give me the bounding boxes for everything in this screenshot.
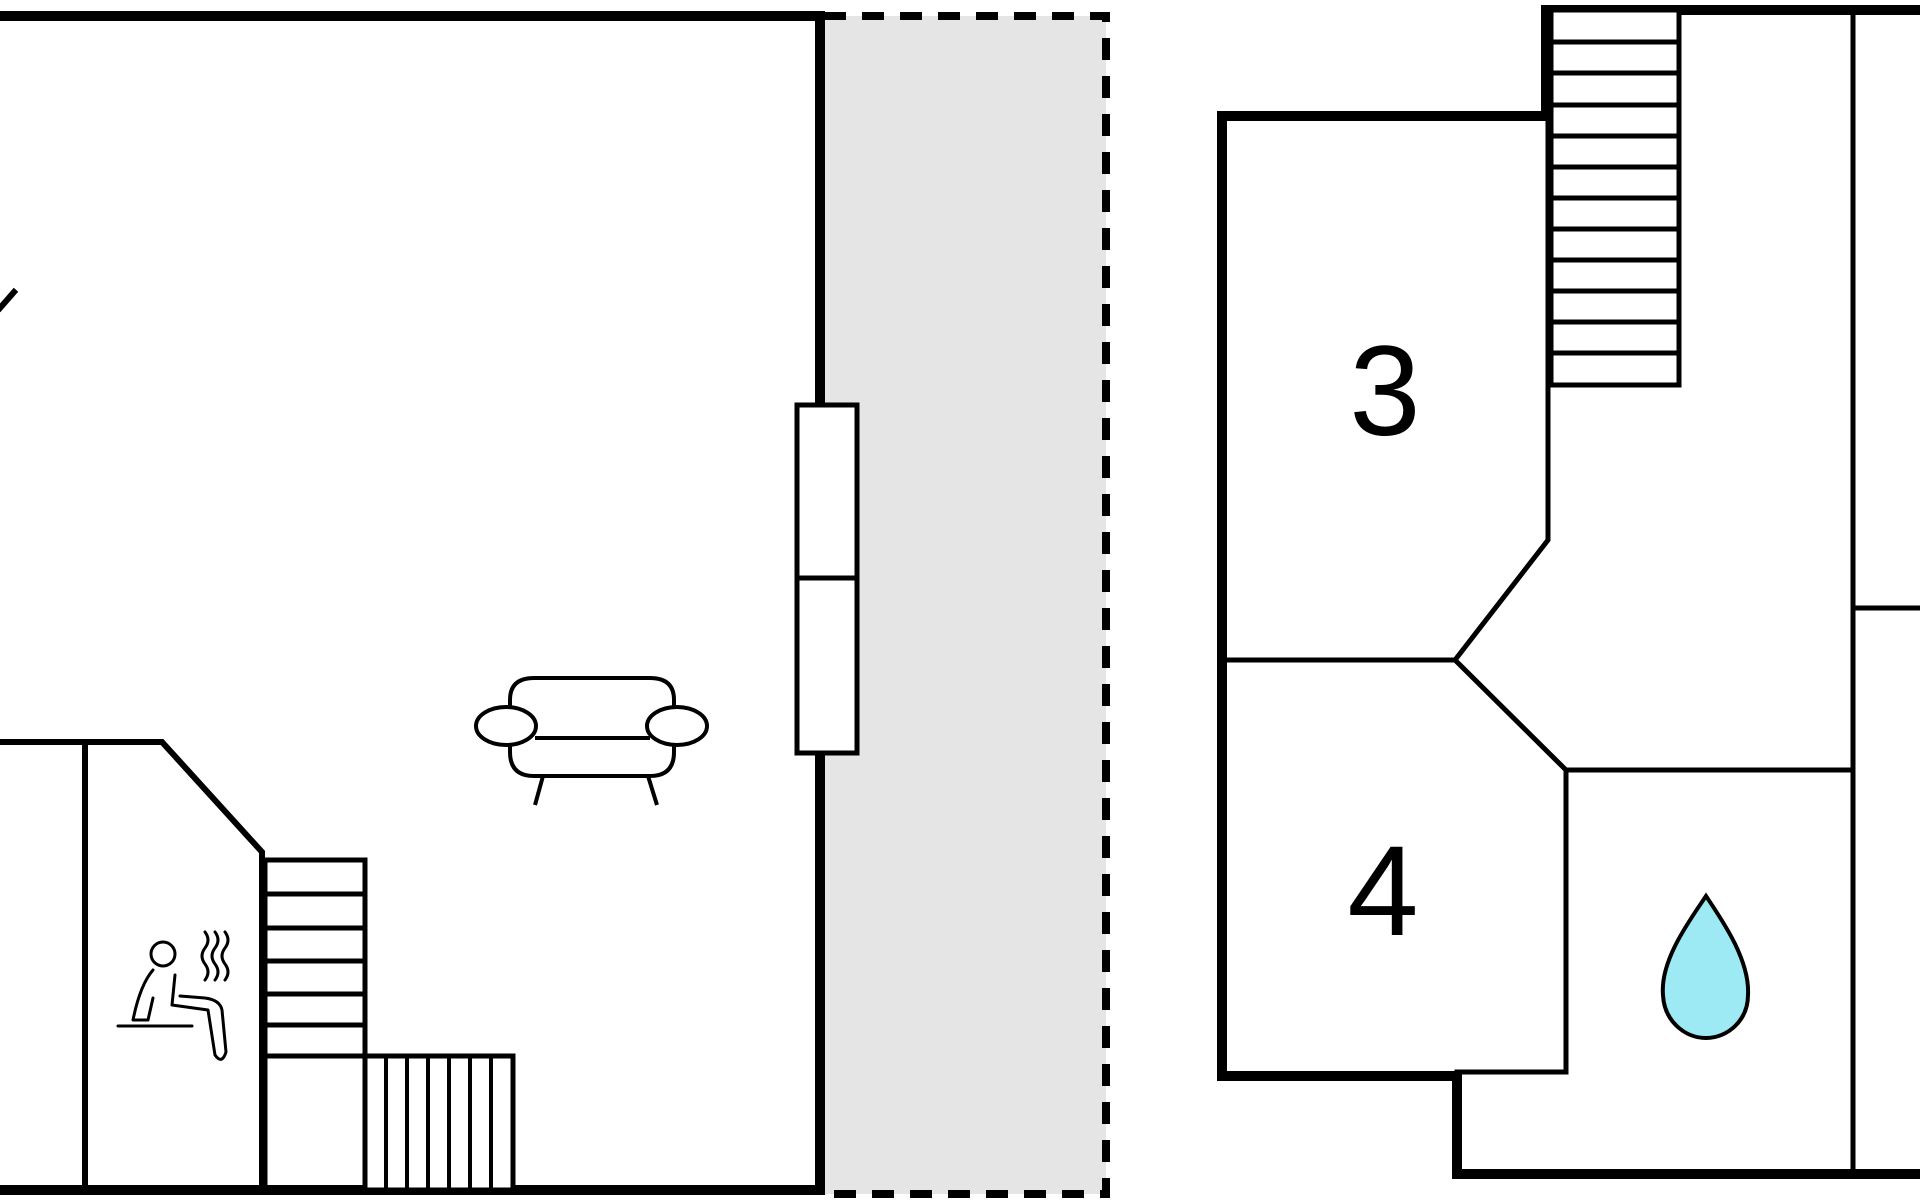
sauna-room-wall — [0, 739, 265, 1193]
wall-stub — [0, 287, 19, 313]
staircase-lower — [362, 1053, 516, 1193]
staircase-right — [1548, 7, 1682, 388]
left-building-outer-wall — [0, 11, 825, 1195]
sauna-icon — [116, 930, 230, 1061]
left-building — [0, 11, 860, 1195]
sofa-icon — [474, 676, 709, 806]
room-3-wall — [1219, 113, 1551, 663]
room-3-label: 3 — [1349, 320, 1420, 463]
terrace — [824, 12, 1110, 1198]
right-building: 3 4 — [1217, 5, 1920, 1179]
water-drop-icon — [1660, 892, 1751, 1041]
window — [794, 402, 860, 756]
staircase — [262, 857, 368, 1190]
right-building-outer-wall — [1217, 5, 1920, 1179]
room-4-wall — [1451, 656, 1569, 1075]
room-4-label: 4 — [1347, 820, 1418, 963]
